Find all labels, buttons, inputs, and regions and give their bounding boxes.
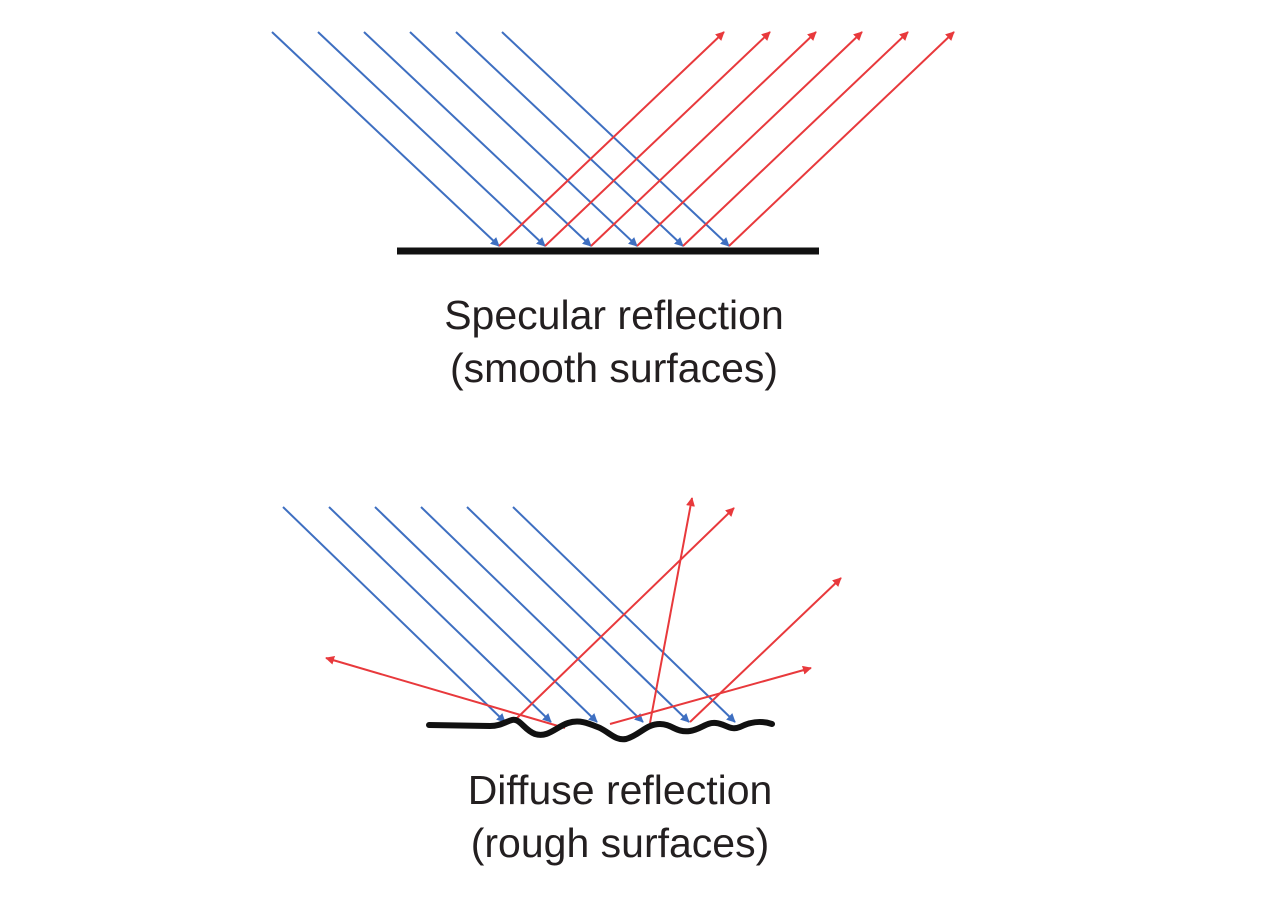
diffuse-incident-ray — [282, 506, 506, 723]
specular-incident-ray — [317, 31, 546, 247]
specular-reflected-ray — [636, 31, 863, 247]
diffuse-reflected-ray — [609, 665, 812, 725]
diffuse-incident-ray — [374, 506, 598, 723]
rough-surface — [426, 716, 775, 743]
diffuse-incident-ray — [420, 506, 644, 723]
diffuse-caption-line2: (rough surfaces) — [471, 820, 770, 866]
diffuse-reflected-ray — [514, 507, 735, 721]
specular-incident-ray — [501, 31, 730, 247]
specular-incident-ray — [363, 31, 592, 247]
diffuse-panel: Diffuse reflection (rough surfaces) — [282, 497, 842, 866]
specular-reflected-rays — [498, 31, 955, 247]
diffuse-reflected-ray — [649, 497, 695, 724]
specular-reflected-ray — [544, 31, 771, 247]
specular-reflected-ray — [682, 31, 909, 247]
diffuse-reflected-rays — [325, 497, 842, 729]
specular-incident-ray — [455, 31, 684, 247]
specular-caption-line1: Specular reflection — [444, 292, 784, 338]
diffuse-reflected-ray — [689, 577, 842, 723]
specular-incident-ray — [409, 31, 638, 247]
specular-reflected-ray — [728, 31, 955, 247]
diffuse-incident-ray — [328, 506, 552, 723]
specular-caption-line2: (smooth surfaces) — [450, 345, 778, 391]
diffuse-incident-rays — [282, 506, 736, 723]
specular-reflected-ray — [590, 31, 817, 247]
specular-incident-rays — [271, 31, 730, 247]
diffuse-incident-ray — [466, 506, 690, 723]
specular-panel: Specular reflection (smooth surfaces) — [271, 31, 955, 391]
specular-incident-ray — [271, 31, 500, 247]
diffuse-caption-line1: Diffuse reflection — [468, 767, 773, 813]
diffuse-reflected-ray — [325, 655, 566, 729]
specular-reflected-ray — [498, 31, 725, 247]
